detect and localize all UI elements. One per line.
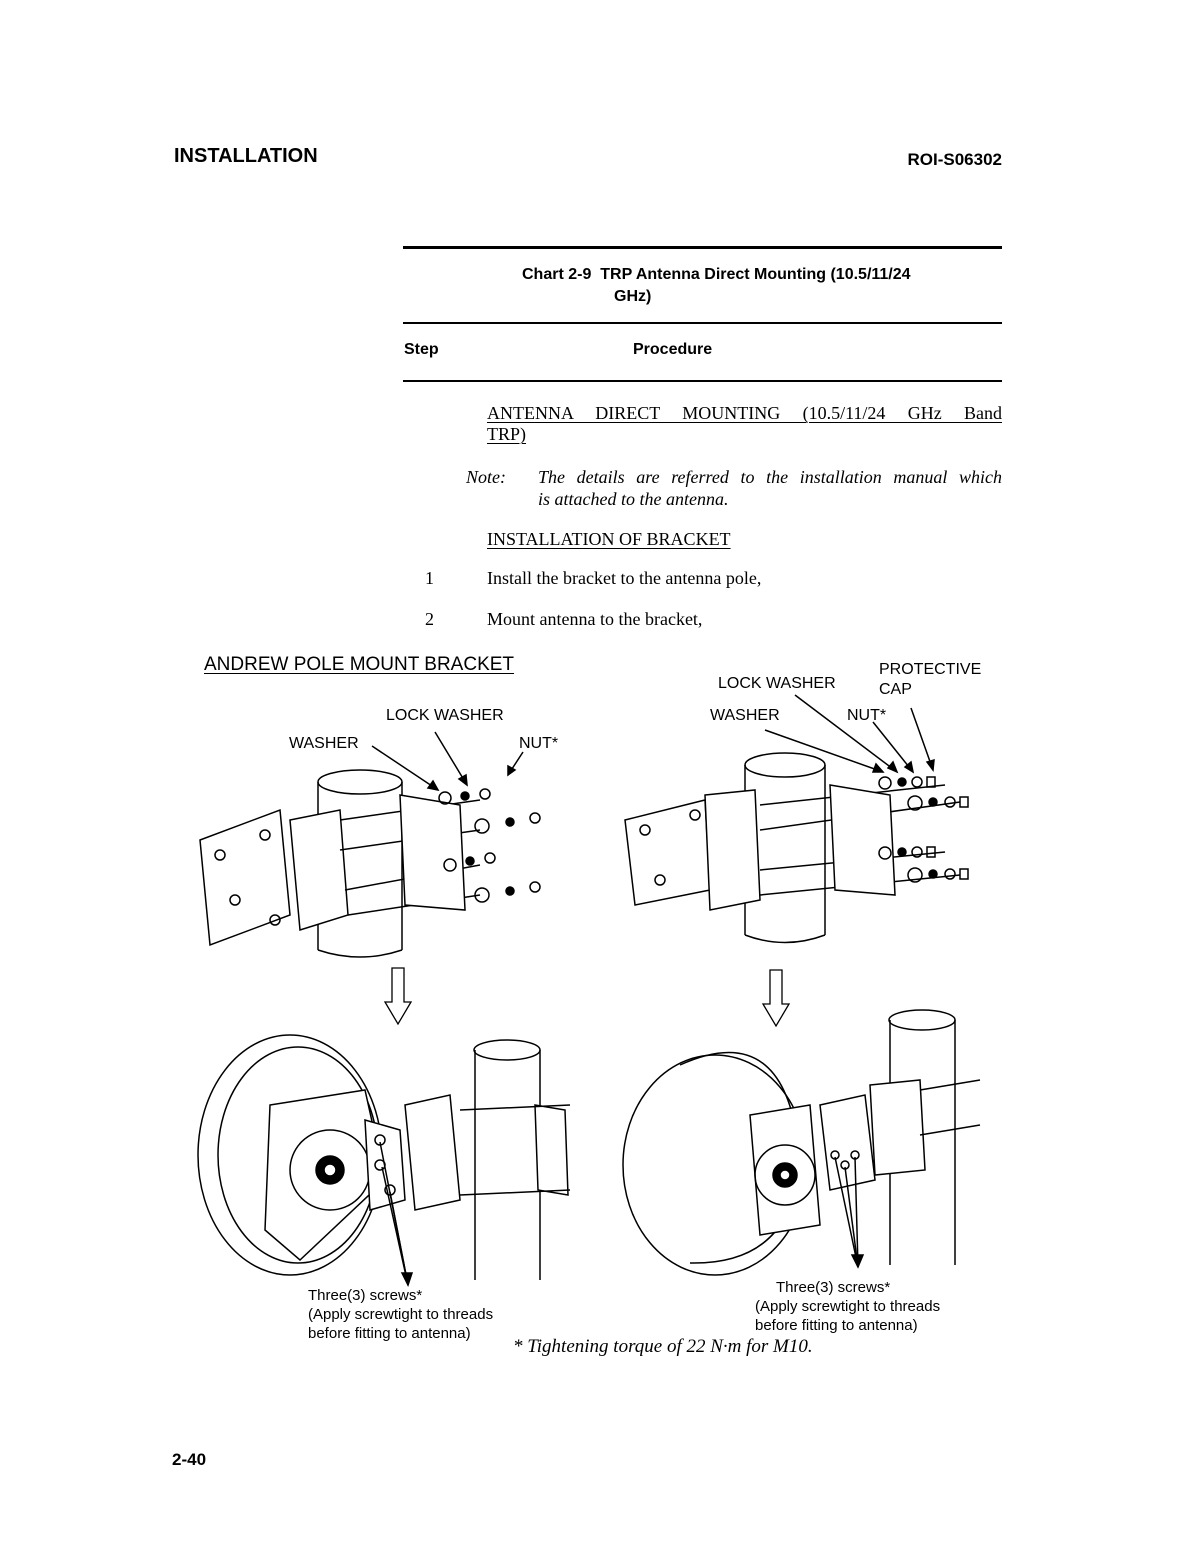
table-body-rule xyxy=(403,380,1002,382)
threaded-rod xyxy=(919,1124,981,1136)
arrow-head xyxy=(925,758,935,772)
arrow-head xyxy=(886,760,899,774)
caption-line: (Apply screwtight to threads xyxy=(755,1298,941,1315)
leader-arrow xyxy=(434,731,468,786)
leader-arrow xyxy=(794,694,898,773)
mount-plate xyxy=(624,799,711,906)
column-procedure: Procedure xyxy=(633,341,713,358)
bolt xyxy=(639,824,651,836)
back-clamp xyxy=(399,794,466,911)
pole-top xyxy=(888,1009,956,1031)
section-title: INSTALLATION xyxy=(174,145,318,167)
feed-core xyxy=(323,1163,337,1177)
hardware-set xyxy=(878,776,969,883)
leader-arrow xyxy=(764,729,884,773)
antenna-mounted-illustration-left xyxy=(197,1034,571,1287)
procedure-heading-line1: ANTENNA DIRECT MOUNTING (10.5/11/24 GHz … xyxy=(487,403,1002,423)
arrow-head xyxy=(903,760,915,774)
arrow-head xyxy=(426,779,440,792)
leader-arrow xyxy=(872,721,914,773)
pole-top xyxy=(317,769,403,795)
bracket-pole-illustration-right xyxy=(624,694,969,944)
pole-bottom xyxy=(744,934,826,944)
pole-bottom xyxy=(317,949,403,958)
label-lock-washer: LOCK WASHER xyxy=(718,675,836,692)
table-header-rule xyxy=(403,322,1002,324)
arrow-head xyxy=(850,1254,865,1269)
threaded-rod xyxy=(459,1189,571,1196)
chart-title-line2: GHz) xyxy=(614,288,652,305)
bracket xyxy=(819,1094,876,1191)
page-number: 2-40 xyxy=(172,1450,207,1469)
arrow-head xyxy=(457,773,468,787)
label-washer: WASHER xyxy=(289,735,359,752)
caption-right: Three(3) screws* (Apply screwtight to th… xyxy=(755,1278,940,1335)
caption-left: Three(3) screws* (Apply screwtight to th… xyxy=(308,1286,493,1343)
note-label: Note: xyxy=(466,467,506,487)
threaded-rod xyxy=(919,1079,981,1091)
column-step: Step xyxy=(404,341,439,358)
hardware-set xyxy=(438,788,541,903)
step-text: Mount antenna to the bracket, xyxy=(487,609,703,629)
caption-line: (Apply screwtight to threads xyxy=(308,1306,494,1323)
note-line1: The details are referred to the installa… xyxy=(538,467,1002,487)
step-number: 1 xyxy=(425,568,434,588)
bolt xyxy=(214,849,226,861)
leader-line xyxy=(834,1156,859,1268)
bolt xyxy=(229,894,241,906)
down-arrow-icon xyxy=(761,969,791,1028)
back-clamp xyxy=(534,1104,569,1196)
figure-title: ANDREW POLE MOUNT BRACKET xyxy=(204,654,515,675)
bracket-pole-illustration-left xyxy=(199,731,541,958)
arrow-head xyxy=(507,764,517,777)
clamp-block xyxy=(289,809,349,931)
chart-number: Chart 2-9 xyxy=(522,266,592,283)
leader-arrow xyxy=(371,745,439,791)
bracket-subheading: INSTALLATION OF BRACKET xyxy=(487,529,731,549)
label-protective-cap: CAP xyxy=(879,681,912,698)
leader-arrow xyxy=(910,707,934,771)
leader-line xyxy=(381,1166,409,1286)
label-nut: NUT* xyxy=(519,735,559,752)
pole-top xyxy=(473,1039,541,1061)
bolt xyxy=(654,874,666,886)
antenna-hub xyxy=(754,1144,816,1206)
feed-core xyxy=(779,1169,791,1181)
label-protective-cap: PROTECTIVE xyxy=(879,661,982,678)
arrow-head xyxy=(400,1272,414,1287)
back-clamp xyxy=(829,784,896,896)
clamp-block xyxy=(704,789,761,911)
clamp-block xyxy=(869,1079,926,1176)
bolt xyxy=(259,829,271,841)
table-top-rule xyxy=(403,246,1002,249)
caption-line: before fitting to antenna) xyxy=(755,1317,918,1334)
label-nut: NUT* xyxy=(847,707,887,724)
bolt xyxy=(689,809,701,821)
step-number: 2 xyxy=(425,609,434,629)
chart-title-line1: TRP Antenna Direct Mounting (10.5/11/24 xyxy=(600,266,911,283)
bracket xyxy=(404,1094,461,1211)
arrow-head xyxy=(871,762,885,773)
leader-line xyxy=(854,1156,859,1268)
leader-line xyxy=(844,1166,859,1268)
threaded-rod xyxy=(459,1104,571,1111)
down-arrow-icon xyxy=(383,967,413,1026)
procedure-heading-line2: TRP) xyxy=(487,424,527,444)
torque-footnote: * Tightening torque of 22 N·m for M10. xyxy=(513,1336,813,1357)
caption-line: Three(3) screws* xyxy=(308,1287,423,1304)
antenna-mounted-illustration-right xyxy=(622,1009,981,1276)
document-id: ROI-S06302 xyxy=(907,150,1003,169)
bolt xyxy=(269,914,281,926)
chart-title: Chart 2-9 TRP Antenna Direct Mounting (1… xyxy=(522,264,911,308)
caption-line: before fitting to antenna) xyxy=(308,1325,471,1342)
caption-line: Three(3) screws* xyxy=(776,1279,891,1296)
step-text: Install the bracket to the antenna pole, xyxy=(487,568,762,588)
label-lock-washer: LOCK WASHER xyxy=(386,707,504,724)
label-washer: WASHER xyxy=(710,707,780,724)
note-line2: is attached to the antenna. xyxy=(538,489,729,509)
pole-outline xyxy=(474,1050,541,1280)
pole-top xyxy=(744,752,826,778)
mount-plate xyxy=(199,808,291,947)
